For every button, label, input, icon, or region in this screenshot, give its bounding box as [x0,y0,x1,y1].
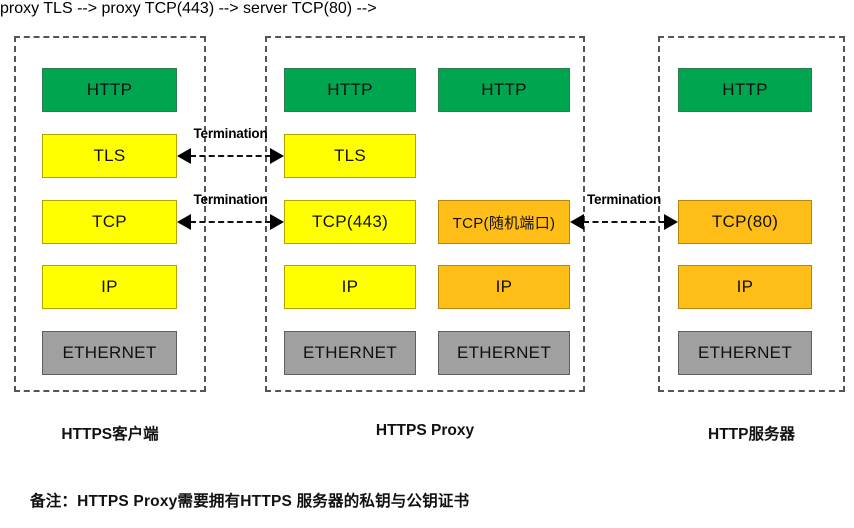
connector-label: Termination [586,192,662,207]
layer-box-proxy-right-ethernet: ETHERNET [438,331,570,375]
layer-box-server-ethernet: ETHERNET [678,331,812,375]
layer-box-client-ip: IP [42,265,177,309]
arrow-right-icon [270,214,284,230]
layer-box-proxy-right-http: HTTP [438,68,570,112]
layer-box-client-tcp: TCP [42,200,177,244]
layer-box-proxy-right-ip: IP [438,265,570,309]
connector-line [190,155,271,157]
arrow-left-icon [177,148,191,164]
layer-box-proxy-left-http: HTTP [284,68,416,112]
connector-label: Termination [193,126,268,141]
connector-tcp-termination: Termination [177,192,284,233]
footnote-note: 备注：HTTPS Proxy需要拥有HTTPS 服务器的私钥与公钥证书 [30,493,470,510]
group-box-https-client [14,36,206,392]
layer-box-proxy-left-ip: IP [284,265,416,309]
layer-box-server-tcp80: TCP(80) [678,200,812,244]
layer-box-server-ip: IP [678,265,812,309]
layer-box-proxy-left-tcp443: TCP(443) [284,200,416,244]
group-box-https-proxy [265,36,585,392]
caption-https-proxy: HTTPS Proxy [375,422,475,439]
layer-box-proxy-left-tls: TLS [284,134,416,178]
connector-line [190,221,271,223]
connector-line [583,221,665,223]
arrow-right-icon [664,214,678,230]
connector-label: Termination [193,192,268,207]
caption-https-client: HTTPS客户端 [61,426,159,443]
layer-box-client-ethernet: ETHERNET [42,331,177,375]
layer-box-proxy-right-tcp-random-port: TCP(随机端口) [438,200,570,244]
caption-http-server: HTTP服务器 [708,426,795,443]
connector-proxy-server-termination: Termination [570,192,678,233]
arrow-left-icon [570,214,584,230]
group-box-http-server [658,36,845,392]
layer-box-client-http: HTTP [42,68,177,112]
layer-box-proxy-left-ethernet: ETHERNET [284,331,416,375]
connector-tls-termination: Termination [177,126,284,167]
layer-box-server-http: HTTP [678,68,812,112]
layer-box-client-tls: TLS [42,134,177,178]
arrow-left-icon [177,214,191,230]
arrow-right-icon [270,148,284,164]
